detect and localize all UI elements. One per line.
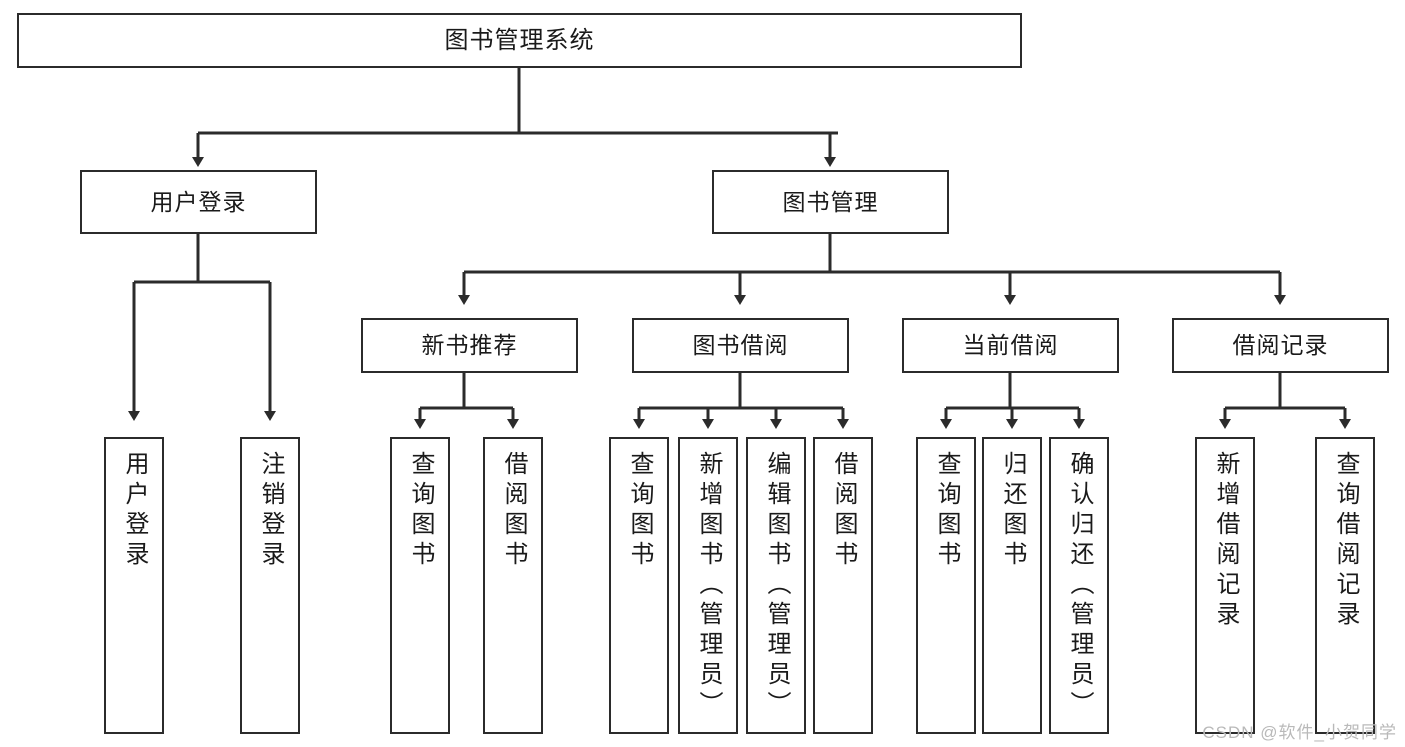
leaf-borrow-book[interactable]: 借阅图书 [813, 437, 873, 734]
node-current-borrow[interactable]: 当前借阅 [902, 318, 1119, 373]
node-label: 借阅记录 [1232, 332, 1329, 359]
node-label: 注销登录 [257, 451, 284, 571]
leaf-query-book-current[interactable]: 查询图书 [916, 437, 976, 734]
leaf-query-book-borrow[interactable]: 查询图书 [609, 437, 669, 734]
leaf-user-login[interactable]: 用户登录 [104, 437, 164, 734]
node-book-borrow[interactable]: 图书借阅 [632, 318, 849, 373]
node-label: 查询图书 [933, 451, 960, 571]
watermark-csdn: CSDN @软件_小贺同学 [1202, 723, 1397, 742]
node-book-management[interactable]: 图书管理 [712, 170, 949, 234]
node-label: 查询借阅记录 [1332, 451, 1359, 631]
leaf-add-book-admin[interactable]: 新增图书（管理员） [678, 437, 738, 734]
node-label: 借阅图书 [830, 451, 857, 571]
node-label: 归还图书 [999, 451, 1026, 571]
node-label: 用户登录 [150, 188, 247, 215]
leaf-confirm-return-admin[interactable]: 确认归还（管理员） [1049, 437, 1109, 734]
node-root-book-management-system[interactable]: 图书管理系统 [17, 13, 1022, 68]
leaf-return-book[interactable]: 归还图书 [982, 437, 1042, 734]
leaf-edit-book-admin[interactable]: 编辑图书（管理员） [746, 437, 806, 734]
node-label: 借阅图书 [500, 451, 527, 571]
node-label: 新增图书（管理员） [695, 451, 722, 721]
node-label: 查询图书 [407, 451, 434, 571]
node-label: 图书借阅 [692, 332, 789, 359]
leaf-query-borrow-record[interactable]: 查询借阅记录 [1315, 437, 1375, 734]
node-user-login[interactable]: 用户登录 [80, 170, 317, 234]
node-label: 确认归还（管理员） [1066, 451, 1093, 721]
node-label: 图书管理 [782, 188, 879, 215]
leaf-logout[interactable]: 注销登录 [240, 437, 300, 734]
node-new-book-recommend[interactable]: 新书推荐 [361, 318, 578, 373]
node-label: 新增借阅记录 [1212, 451, 1239, 631]
node-label: 当前借阅 [962, 332, 1059, 359]
leaf-query-book-recommend[interactable]: 查询图书 [390, 437, 450, 734]
leaf-add-borrow-record[interactable]: 新增借阅记录 [1195, 437, 1255, 734]
node-label: 查询图书 [626, 451, 653, 571]
node-label: 图书管理系统 [444, 26, 595, 54]
node-label: 编辑图书（管理员） [763, 451, 790, 721]
node-borrow-record[interactable]: 借阅记录 [1172, 318, 1389, 373]
node-label: 用户登录 [121, 451, 148, 571]
node-label: 新书推荐 [421, 332, 518, 359]
leaf-borrow-book-recommend[interactable]: 借阅图书 [483, 437, 543, 734]
